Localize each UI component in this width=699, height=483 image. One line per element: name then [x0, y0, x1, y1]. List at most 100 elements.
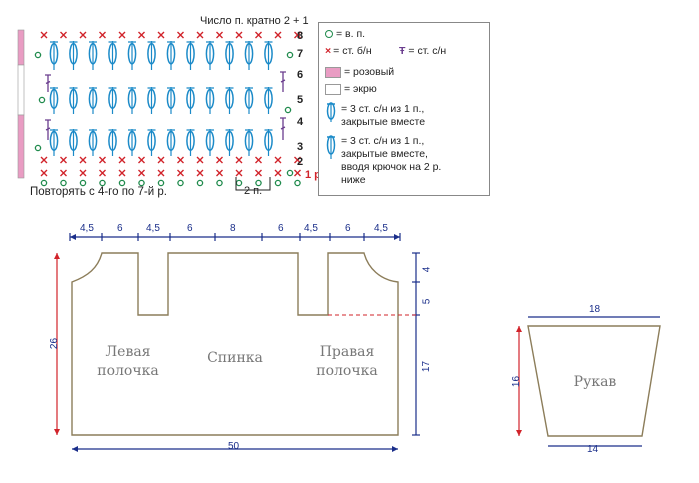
color-bar-segment	[17, 114, 25, 179]
dim-left-26: 26	[49, 337, 61, 350]
cluster-row-3	[206, 129, 214, 156]
row-number-3: 3	[297, 141, 304, 153]
sc-row-1	[274, 169, 282, 177]
cluster-row-5	[167, 87, 175, 114]
cluster-row-5	[108, 87, 117, 114]
sc-row-8	[255, 31, 262, 39]
cluster-row-5	[245, 87, 253, 114]
body-outline	[71, 252, 399, 436]
dim-top-1: 4,5	[80, 223, 94, 234]
sc-row-8	[274, 31, 282, 39]
dim-right-5: 5	[421, 298, 433, 305]
cluster-row-5	[147, 87, 156, 114]
chain-icon	[325, 30, 333, 39]
chain-side	[286, 51, 294, 59]
cluster-row-7	[108, 41, 117, 70]
legend-sc: ×= ст. б/н	[325, 45, 372, 57]
legend-spike-2: закрытые вместе,	[341, 148, 428, 160]
sc-row-8	[40, 31, 48, 39]
sc-row-8	[118, 31, 126, 39]
sc-row-2	[216, 156, 223, 164]
dim-arrow	[516, 326, 522, 332]
cluster-row-3	[186, 129, 195, 156]
sc-row-1	[177, 169, 184, 177]
legend-chain: = в. п.	[325, 28, 365, 40]
dim-top-2: 6	[117, 223, 123, 234]
cluster-row-3	[50, 129, 58, 156]
sc-row-8	[138, 31, 145, 39]
sc-row-8	[99, 31, 106, 39]
sc-row-1	[118, 169, 126, 177]
sleeve-dim-side: 16	[511, 375, 523, 388]
cluster-row-7	[167, 41, 175, 70]
sc-row-2	[40, 156, 48, 164]
left-front-line-2: полочка	[97, 363, 159, 379]
legend-ecru-text: = экрю	[344, 83, 377, 95]
cluster-row-5	[264, 87, 273, 114]
dim-arrow	[54, 429, 60, 435]
chain-foundation	[294, 179, 301, 187]
sc-row-2	[196, 156, 204, 164]
dim-top-9: 4,5	[374, 223, 388, 234]
row-number-6: 6	[297, 69, 304, 81]
cluster-row-5	[69, 87, 78, 114]
sc-row-8	[177, 31, 184, 39]
dim-arrow	[516, 430, 522, 436]
legend-ecru: = экрю	[325, 83, 377, 95]
cluster-row-3	[245, 129, 253, 156]
dim-arrow	[70, 234, 76, 240]
sc-row-8	[235, 31, 243, 39]
chain-foundation	[235, 179, 243, 187]
chain-foundation	[118, 179, 126, 187]
dim-right-4: 4	[421, 266, 433, 273]
chain-foundation	[255, 179, 262, 187]
repeat-unit: 2 п.	[244, 185, 263, 197]
chain-foundation	[216, 179, 223, 187]
repeat-note: Повторять с 4-го по 7-й р.	[30, 186, 167, 198]
cluster-row-5	[89, 87, 97, 114]
color-bar-segment	[17, 29, 25, 66]
sc-row-8	[196, 31, 204, 39]
cluster-row-7	[186, 41, 195, 70]
chain-turning	[286, 169, 294, 177]
chain-foundation	[40, 179, 48, 187]
legend-box: = в. п. ×= ст. б/н Ŧ= ст. с/н = розовый …	[318, 22, 490, 196]
cluster-row-5	[128, 87, 136, 114]
cluster-row-3	[69, 129, 78, 156]
right-front-label: Правая полочка	[307, 343, 387, 381]
chart-header: Число п. кратно 2 + 1	[200, 15, 309, 27]
sc-row-1	[99, 169, 106, 177]
legend-dc: Ŧ= ст. с/н	[399, 45, 446, 57]
row-number-2: 2	[297, 156, 304, 168]
cluster-row-5	[186, 87, 195, 114]
sc-row-2	[99, 156, 106, 164]
legend-cluster-2: закрытые вместе	[341, 116, 426, 128]
dim-top-3: 4,5	[146, 223, 160, 234]
legend-dc-text: = ст. с/н	[408, 45, 447, 57]
legend-spike-1: = 3 ст. с/н из 1 п.,	[341, 135, 425, 147]
legend-chain-text: = в. п.	[336, 28, 366, 40]
pink-swatch-icon	[325, 66, 341, 78]
chain-foundation	[99, 179, 106, 187]
dim-arrow	[394, 234, 400, 240]
sc-row-2	[60, 156, 67, 164]
cluster-row-5	[206, 87, 214, 114]
cluster-row-5	[50, 87, 58, 114]
cluster-row-7	[206, 41, 214, 70]
sleeve-dim-bottom: 14	[587, 444, 599, 455]
sc-row-2	[118, 156, 126, 164]
dim-bottom-50: 50	[228, 441, 240, 452]
left-front-label: Левая полочка	[88, 343, 168, 381]
sc-row-1	[60, 169, 67, 177]
sc-row-1	[294, 169, 301, 177]
legend-pink: = розовый	[325, 66, 394, 78]
legend-spike-3: вводя крючок на 2 р.	[341, 161, 442, 173]
sc-row-1	[79, 169, 87, 177]
cluster-row-7	[147, 41, 156, 70]
cluster-row-3	[264, 129, 273, 156]
dim-top-7: 4,5	[304, 223, 318, 234]
chain-foundation	[79, 179, 87, 187]
sleeve-outline	[527, 325, 661, 437]
sc-row-8	[294, 31, 301, 39]
